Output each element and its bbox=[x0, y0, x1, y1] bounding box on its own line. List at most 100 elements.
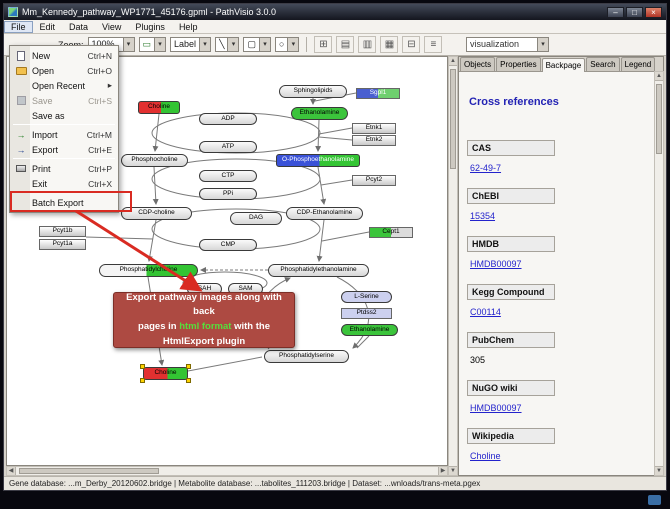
pathway-node[interactable]: CMP bbox=[199, 239, 257, 251]
xref-section-pubchem: PubChem 305 bbox=[467, 332, 647, 368]
visualization-combobox[interactable]: visualization ▾ bbox=[466, 37, 549, 52]
xref-link[interactable]: 15354 bbox=[470, 211, 496, 221]
selection-handle[interactable] bbox=[186, 378, 191, 383]
distribute-button[interactable]: ▦ bbox=[380, 36, 399, 53]
file-menu-item-save-as[interactable]: Save as bbox=[32, 110, 65, 121]
pathway-node[interactable]: Choline bbox=[140, 364, 191, 383]
canvas-horizontal-scrollbar[interactable]: ◀ ▶ bbox=[6, 466, 448, 476]
xref-link[interactable]: HMDB00097 bbox=[470, 259, 522, 269]
file-menu-item-import[interactable]: → Import Ctrl+M bbox=[16, 129, 113, 140]
scroll-up-icon[interactable]: ▲ bbox=[655, 72, 663, 81]
panel-scrollbar[interactable]: ▲ ▼ bbox=[654, 71, 664, 476]
pathway-node[interactable]: Etnk1 bbox=[352, 123, 396, 134]
pathway-node[interactable]: Pcyt2 bbox=[352, 175, 396, 186]
xref-link[interactable]: C00114 bbox=[470, 307, 501, 317]
menu-data[interactable]: Data bbox=[69, 21, 89, 32]
pathway-node[interactable]: Ethanolamine bbox=[291, 107, 348, 120]
scroll-up-icon[interactable]: ▲ bbox=[449, 57, 457, 66]
file-menu-item-open[interactable]: Open Ctrl+O bbox=[10, 63, 118, 78]
chevron-down-icon[interactable]: ▾ bbox=[537, 38, 548, 51]
pathway-node[interactable]: O-Phosphoethanolamine bbox=[276, 154, 360, 167]
pathway-node[interactable]: Pcyt1a bbox=[39, 239, 86, 250]
scroll-left-icon[interactable]: ◀ bbox=[7, 467, 16, 475]
menu-plugins[interactable]: Plugins bbox=[135, 21, 165, 32]
stack-vertical-button[interactable]: ⊟ bbox=[402, 36, 421, 53]
pathway-node[interactable]: Phosphatidylethanolamine bbox=[268, 264, 369, 277]
file-menu-item-print[interactable]: Print Ctrl+P bbox=[10, 161, 118, 176]
tutorial-callout: Export pathway images along with back pa… bbox=[113, 292, 295, 348]
pathway-node[interactable]: L-Serine bbox=[341, 291, 392, 303]
canvas-vscroll-thumb[interactable] bbox=[450, 69, 456, 169]
line-tool-button[interactable]: ╲ ▾ bbox=[215, 37, 240, 52]
align-center-button[interactable]: ⊞ bbox=[314, 36, 333, 53]
app-window: Mm_Kennedy_pathway_WP1771_45176.gpml - P… bbox=[3, 3, 667, 491]
pathway-node[interactable]: Ethanolamine bbox=[341, 324, 398, 336]
chevron-down-icon[interactable]: ▾ bbox=[199, 38, 211, 51]
pathway-node[interactable]: Cept1 bbox=[369, 227, 413, 238]
selection-handle[interactable] bbox=[140, 378, 145, 383]
tab-backpage[interactable]: Backpage bbox=[541, 58, 586, 72]
scroll-right-icon[interactable]: ▶ bbox=[438, 467, 447, 475]
pathway-node[interactable]: Choline bbox=[138, 101, 180, 114]
canvas-vertical-scrollbar[interactable]: ▲ ▼ bbox=[448, 56, 458, 476]
chevron-down-icon[interactable]: ▾ bbox=[287, 38, 299, 51]
xref-link[interactable]: Choline bbox=[470, 451, 501, 461]
menu-file[interactable]: File bbox=[4, 20, 33, 33]
menu-view[interactable]: View bbox=[102, 21, 122, 32]
pathway-node[interactable]: CDP-Ethanolamine bbox=[286, 207, 363, 220]
minimize-button[interactable]: – bbox=[607, 6, 624, 18]
pathway-node[interactable]: Phosphocholine bbox=[121, 154, 188, 167]
xref-source: HMDB bbox=[467, 236, 555, 252]
xref-section-nugo: NuGO wiki HMDB00097 bbox=[467, 380, 647, 416]
selection-handle[interactable] bbox=[140, 364, 145, 369]
align-left-button[interactable]: ▤ bbox=[336, 36, 355, 53]
tab-search[interactable]: Search bbox=[586, 57, 620, 71]
file-menu-item-export[interactable]: → Export Ctrl+E bbox=[16, 144, 113, 155]
pathway-node[interactable]: Phosphatidylcholine bbox=[99, 264, 198, 277]
file-menu-item-open-recent[interactable]: Open Recent ▸ bbox=[32, 80, 112, 91]
scroll-down-icon[interactable]: ▼ bbox=[449, 466, 457, 475]
status-text: Gene database: ...m_Derby_20120602.bridg… bbox=[9, 479, 481, 488]
menu-edit[interactable]: Edit bbox=[39, 21, 56, 32]
file-menu-item-new[interactable]: New Ctrl+N bbox=[10, 48, 118, 63]
xref-link[interactable]: 62-49-7 bbox=[470, 163, 502, 173]
file-menu-item-batch-export[interactable]: Batch Export bbox=[32, 197, 84, 208]
callout-line3: HtmlExport plugin bbox=[162, 335, 246, 347]
panel-scroll-thumb[interactable] bbox=[656, 84, 662, 154]
pathway-node[interactable]: Sphingolipids bbox=[279, 85, 347, 98]
group-button[interactable]: ≡ bbox=[424, 36, 443, 53]
chevron-down-icon[interactable]: ▾ bbox=[122, 38, 134, 51]
pathway-node[interactable]: ATP bbox=[199, 141, 257, 153]
scroll-down-icon[interactable]: ▼ bbox=[655, 466, 663, 475]
chevron-down-icon[interactable]: ▾ bbox=[227, 38, 239, 51]
selection-handle[interactable] bbox=[186, 364, 191, 369]
pathway-node[interactable]: CTP bbox=[199, 170, 257, 182]
canvas-hscroll-thumb[interactable] bbox=[19, 468, 159, 474]
close-button[interactable]: × bbox=[645, 6, 662, 18]
import-icon: → bbox=[16, 129, 26, 140]
tab-legend[interactable]: Legend bbox=[620, 57, 656, 71]
maximize-button[interactable]: □ bbox=[626, 6, 643, 18]
label-tool-button[interactable]: Label ▾ bbox=[170, 37, 212, 52]
ellipse-tool-button[interactable]: ○ ▾ bbox=[275, 37, 300, 52]
pathway-node[interactable]: Pcyt1b bbox=[39, 226, 86, 237]
pathway-node[interactable]: Etnk2 bbox=[352, 135, 396, 146]
file-menu-item-save[interactable]: Save Ctrl+S bbox=[10, 93, 118, 108]
pathway-node[interactable]: ADP bbox=[199, 113, 257, 125]
datanode-tool-button[interactable]: ▭ ▾ bbox=[138, 37, 167, 52]
chevron-down-icon[interactable]: ▾ bbox=[154, 38, 166, 51]
pathway-node[interactable]: PPi bbox=[199, 188, 257, 200]
tab-properties[interactable]: Properties bbox=[496, 57, 541, 71]
chevron-down-icon[interactable]: ▾ bbox=[259, 38, 270, 51]
menu-help[interactable]: Help bbox=[178, 21, 198, 32]
rectangle-tool-button[interactable]: ▢ ▾ bbox=[243, 37, 271, 52]
pathway-node[interactable]: Sgpl1 bbox=[356, 88, 400, 99]
xref-link[interactable]: HMDB00097 bbox=[470, 403, 522, 413]
tab-objects[interactable]: Objects bbox=[460, 57, 496, 71]
file-menu-item-exit[interactable]: Exit Ctrl+X bbox=[32, 178, 112, 189]
xref-section-hmdb: HMDB HMDB00097 bbox=[467, 236, 647, 272]
pathway-node[interactable]: Phosphatidylserine bbox=[264, 350, 349, 363]
align-top-button[interactable]: ▥ bbox=[358, 36, 377, 53]
pathway-node[interactable]: Ptdss2 bbox=[341, 308, 392, 319]
pathway-node[interactable]: DAG bbox=[230, 212, 282, 225]
